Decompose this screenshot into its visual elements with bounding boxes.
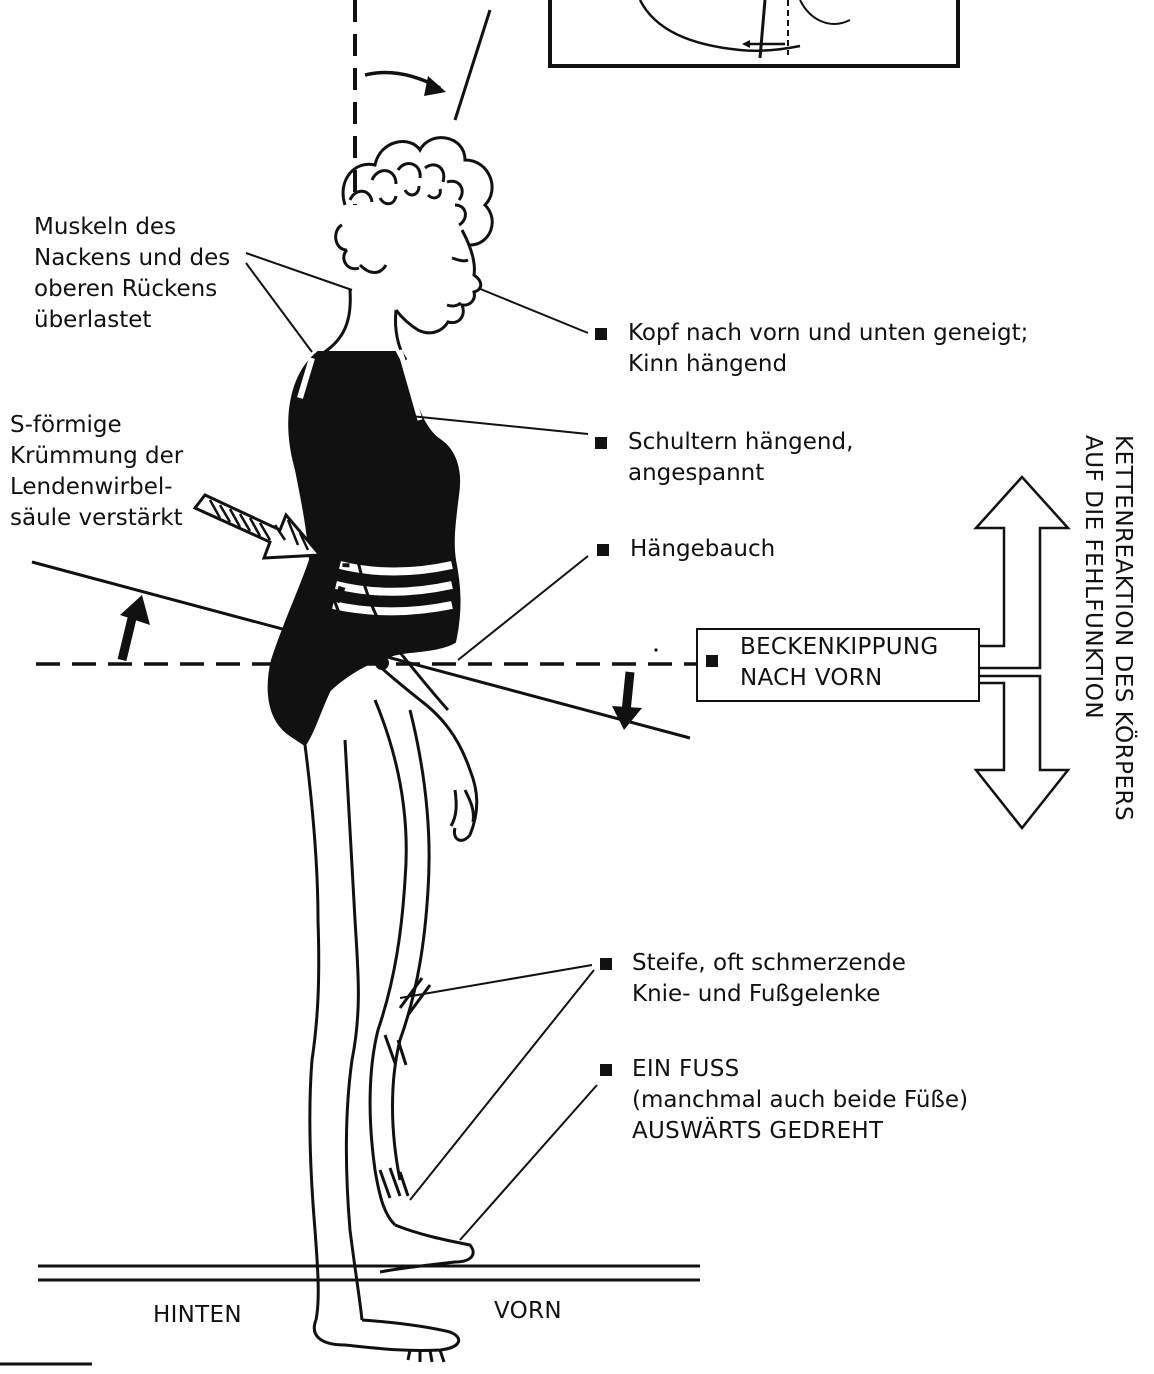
chain-reaction-arrow	[976, 477, 1068, 828]
shoulders-line-2: angespannt	[628, 458, 853, 489]
shoulders-line-1: Schultern hängend,	[628, 427, 853, 458]
belly-line-1: Hängebauch	[630, 534, 775, 565]
foot-label: EIN FUSS (manchmal auch beide Füße) AUSW…	[632, 1054, 968, 1147]
bullet-icon	[706, 655, 718, 667]
hair	[336, 138, 493, 269]
lumbar-curve-line-2: Krümmung der	[10, 441, 183, 472]
floor	[0, 1266, 700, 1364]
lumbar-curve-line-3: Lendenwirbel-	[10, 472, 183, 503]
foot-line-3: AUSWÄRTS GEDREHT	[632, 1116, 968, 1147]
lumbar-curve-line-4: säule verstärkt	[10, 503, 183, 534]
chain-reaction-line-1: KETTENREAKTION DES KÖRPERS	[1110, 435, 1136, 821]
foot-line-1: EIN FUSS	[632, 1054, 968, 1085]
neck-muscles-line-1: Muskeln des	[34, 212, 230, 243]
pelvis-tilt-label: BECKENKIPPUNG NACH VORN	[740, 632, 939, 694]
head-posture-line-2: Kinn hängend	[628, 349, 1028, 380]
knees-line-1: Steife, oft schmerzende	[632, 948, 906, 979]
neck-muscles-line-3: oberen Rückens	[34, 274, 230, 305]
bullet-icon	[597, 544, 609, 556]
foot-line-2: (manchmal auch beide Füße)	[632, 1085, 968, 1116]
lumbar-curve-line-1: S-förmige	[10, 410, 183, 441]
bullet-icon	[595, 328, 607, 340]
bullet-icon	[600, 958, 612, 970]
head-posture-label: Kopf nach vorn und unten geneigt; Kinn h…	[628, 318, 1028, 380]
knees-line-2: Knie- und Fußgelenke	[632, 979, 906, 1010]
chain-reaction-line-2: AUF DIE FEHLFUNKTION	[1080, 435, 1106, 719]
legs	[305, 700, 473, 1362]
inset-frame	[550, 0, 958, 66]
knees-label: Steife, oft schmerzende Knie- und Fußgel…	[632, 948, 906, 1010]
shoulders-label: Schultern hängend, angespannt	[628, 427, 853, 489]
lumbar-arrow	[195, 495, 320, 558]
neck-muscles-line-2: Nackens und des	[34, 243, 230, 274]
back-label: HINTEN	[153, 1300, 242, 1331]
neck-muscles-label: Muskeln des Nackens und des oberen Rücke…	[34, 212, 230, 336]
front-label: VORN	[494, 1296, 562, 1327]
lumbar-curve-label: S-förmige Krümmung der Lendenwirbel- säu…	[10, 410, 183, 534]
bullet-icon	[595, 437, 607, 449]
chain-reaction-label: KETTENREAKTION DES KÖRPERS AUF DIE FEHLF…	[1078, 435, 1138, 821]
pelvis-tilt-line-2: NACH VORN	[740, 663, 939, 694]
pelvis-tilt-line-1: BECKENKIPPUNG	[740, 632, 939, 663]
bullet-icon	[600, 1064, 612, 1076]
belly-label: Hängebauch	[630, 534, 775, 565]
neck-muscles-line-4: überlastet	[34, 305, 230, 336]
head-posture-line-1: Kopf nach vorn und unten geneigt;	[628, 318, 1028, 349]
